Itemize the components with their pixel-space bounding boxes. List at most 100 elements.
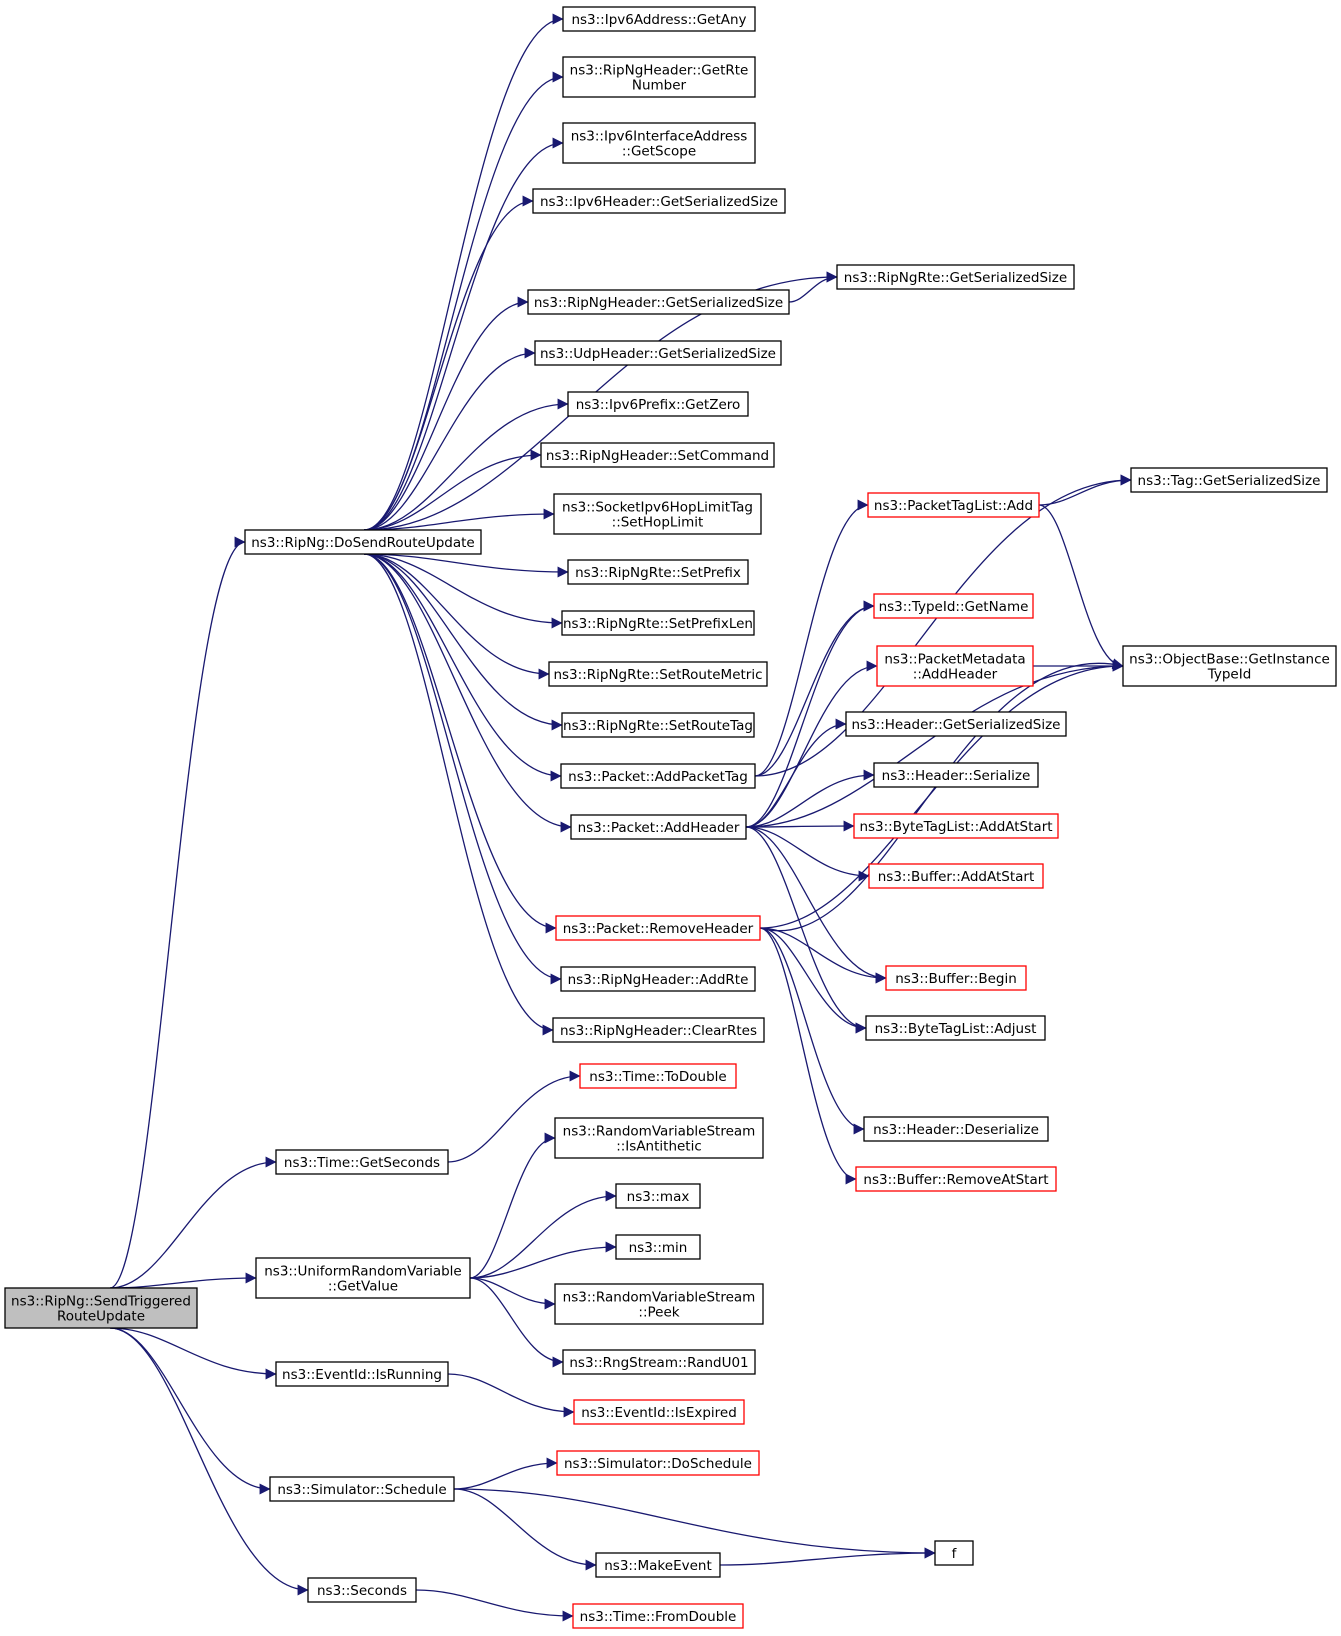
function-node-isantithetic[interactable]: ns3::RandomVariableStream::IsAntithetic bbox=[554, 1117, 764, 1159]
node-box bbox=[570, 814, 747, 840]
function-node-bufaddatstart[interactable]: ns3::Buffer::AddAtStart bbox=[868, 863, 1044, 889]
node-box bbox=[562, 6, 756, 32]
function-node-riphdrsize[interactable]: ns3::RipNgHeader::GetSerializedSize bbox=[527, 289, 790, 315]
function-node-getseconds[interactable]: ns3::Time::GetSeconds bbox=[275, 1149, 449, 1175]
node-label: ns3::ByteTagList::AddAtStart bbox=[859, 819, 1052, 835]
node-label: ns3::RandomVariableStream bbox=[563, 1290, 756, 1306]
function-node-setroutemetric[interactable]: ns3::RipNgRte::SetRouteMetric bbox=[548, 661, 768, 687]
function-node-getzero[interactable]: ns3::Ipv6Prefix::GetZero bbox=[567, 391, 749, 417]
node-box bbox=[876, 645, 1034, 687]
call-edge-root-to-isrunning bbox=[109, 1327, 277, 1380]
call-edge-removeheader-to-getinst bbox=[759, 658, 1124, 932]
call-edge-removeheader-to-btladjust bbox=[759, 927, 867, 1034]
function-node-getvalue[interactable]: ns3::UniformRandomVariable::GetValue bbox=[255, 1257, 471, 1299]
node-box bbox=[255, 1257, 471, 1299]
function-node-sethoplimit[interactable]: ns3::SocketIpv6HopLimitTag::SetHopLimit bbox=[553, 493, 762, 535]
call-edge-dosend-to-addpackettag bbox=[363, 553, 562, 782]
call-edge-schedule-to-doschedule bbox=[453, 1457, 558, 1490]
function-node-f[interactable]: f bbox=[934, 1540, 974, 1566]
function-node-hdrserialize[interactable]: ns3::Header::Serialize bbox=[873, 762, 1039, 788]
node-box bbox=[836, 264, 1075, 290]
call-edge-addheader-to-hdrserialize bbox=[745, 769, 875, 828]
node-label: ns3::EventId::IsExpired bbox=[581, 1405, 737, 1421]
node-label: ns3::RandomVariableStream bbox=[563, 1124, 756, 1140]
function-node-fromdouble[interactable]: ns3::Time::FromDouble bbox=[572, 1603, 744, 1629]
node-box bbox=[560, 763, 756, 789]
function-node-removeheader[interactable]: ns3::Packet::RemoveHeader bbox=[555, 915, 761, 941]
call-edge-addpackettag-to-tagsize bbox=[754, 474, 1132, 777]
node-box bbox=[873, 762, 1039, 788]
node-box bbox=[555, 915, 761, 941]
node-label: ns3::MakeEvent bbox=[604, 1558, 712, 1574]
call-edge-dosend-to-getzero bbox=[363, 398, 569, 531]
node-box bbox=[863, 1116, 1049, 1142]
function-node-setprefixlen[interactable]: ns3::RipNgRte::SetPrefixLen bbox=[561, 610, 755, 636]
function-node-addrte[interactable]: ns3::RipNgHeader::AddRte bbox=[560, 966, 756, 992]
node-label: ns3::Packet::AddPacketTag bbox=[568, 769, 748, 785]
function-node-addpackettag[interactable]: ns3::Packet::AddPacketTag bbox=[560, 763, 756, 789]
function-node-setcommand[interactable]: ns3::RipNgHeader::SetCommand bbox=[540, 442, 775, 468]
function-node-isexpired[interactable]: ns3::EventId::IsExpired bbox=[573, 1399, 745, 1425]
function-node-pmaddheader[interactable]: ns3::PacketMetadata::AddHeader bbox=[876, 645, 1034, 687]
function-node-ipv6hdrsize[interactable]: ns3::Ipv6Header::GetSerializedSize bbox=[532, 188, 786, 214]
function-node-rtesize[interactable]: ns3::RipNgRte::GetSerializedSize bbox=[836, 264, 1075, 290]
function-node-bufbegin[interactable]: ns3::Buffer::Begin bbox=[885, 965, 1027, 991]
function-node-setprefix[interactable]: ns3::RipNgRte::SetPrefix bbox=[567, 559, 749, 585]
node-label: TypeId bbox=[1207, 667, 1252, 683]
function-node-todouble[interactable]: ns3::Time::ToDouble bbox=[579, 1063, 737, 1089]
function-node-getscope[interactable]: ns3::Ipv6InterfaceAddress::GetScope bbox=[562, 122, 756, 164]
call-edge-root-to-getseconds bbox=[109, 1156, 277, 1289]
function-node-max[interactable]: ns3::max bbox=[615, 1183, 701, 1209]
node-box bbox=[534, 340, 782, 366]
function-node-peek[interactable]: ns3::RandomVariableStream::Peek bbox=[554, 1283, 764, 1325]
node-box bbox=[561, 712, 755, 738]
function-node-btladjust[interactable]: ns3::ByteTagList::Adjust bbox=[865, 1015, 1046, 1041]
node-label: ns3::Simulator::Schedule bbox=[277, 1482, 446, 1498]
function-node-bufremoveatstart[interactable]: ns3::Buffer::RemoveAtStart bbox=[855, 1166, 1057, 1192]
call-edge-addheader-to-bufbegin bbox=[745, 826, 887, 984]
function-node-schedule[interactable]: ns3::Simulator::Schedule bbox=[269, 1476, 455, 1502]
node-box bbox=[275, 1149, 449, 1175]
node-box bbox=[553, 493, 762, 535]
call-edge-dosend-to-setroutetag bbox=[363, 553, 563, 731]
node-box bbox=[552, 1017, 765, 1043]
function-node-seconds[interactable]: ns3::Seconds bbox=[307, 1577, 417, 1603]
function-node-ptladd[interactable]: ns3::PacketTagList::Add bbox=[867, 492, 1040, 518]
node-label: ns3::RipNgRte::SetRouteMetric bbox=[553, 667, 762, 683]
node-label: ns3::EventId::IsRunning bbox=[282, 1367, 442, 1383]
node-label: ns3::ByteTagList::Adjust bbox=[875, 1021, 1037, 1037]
node-label: ns3::min bbox=[629, 1240, 688, 1256]
function-node-isrunning[interactable]: ns3::EventId::IsRunning bbox=[275, 1361, 449, 1387]
function-node-doschedule[interactable]: ns3::Simulator::DoSchedule bbox=[556, 1450, 760, 1476]
node-label: ns3::Packet::RemoveHeader bbox=[563, 921, 754, 937]
function-node-hdrsize[interactable]: ns3::Header::GetSerializedSize bbox=[845, 711, 1067, 737]
call-edge-addheader-to-getinst bbox=[745, 660, 1124, 828]
function-node-setroutetag[interactable]: ns3::RipNgRte::SetRouteTag bbox=[561, 712, 755, 738]
function-node-addheader[interactable]: ns3::Packet::AddHeader bbox=[570, 814, 747, 840]
node-label: ns3::Seconds bbox=[317, 1583, 407, 1599]
node-box bbox=[572, 1603, 744, 1629]
function-node-getany[interactable]: ns3::Ipv6Address::GetAny bbox=[562, 6, 756, 32]
node-label: ns3::Simulator::DoSchedule bbox=[564, 1456, 752, 1472]
call-edge-addheader-to-bufaddatstart bbox=[745, 826, 870, 882]
function-node-randu01[interactable]: ns3::RngStream::RandU01 bbox=[562, 1349, 756, 1375]
function-node-makeevent[interactable]: ns3::MakeEvent bbox=[595, 1552, 721, 1578]
node-label: ns3::Time::ToDouble bbox=[589, 1069, 726, 1085]
node-label: ns3::Header::GetSerializedSize bbox=[852, 717, 1061, 733]
function-node-tagsize[interactable]: ns3::Tag::GetSerializedSize bbox=[1130, 467, 1328, 493]
function-node-min[interactable]: ns3::min bbox=[615, 1234, 701, 1260]
node-label: ns3::RipNgHeader::SetCommand bbox=[546, 448, 769, 464]
call-edge-removeheader-to-bufremoveatstart bbox=[759, 927, 857, 1185]
call-edge-dosend-to-getscope bbox=[363, 137, 564, 531]
function-node-hdrdeserialize[interactable]: ns3::Header::Deserialize bbox=[863, 1116, 1049, 1142]
function-node-udphdrsize[interactable]: ns3::UdpHeader::GetSerializedSize bbox=[534, 340, 782, 366]
function-node-btladdatstart[interactable]: ns3::ByteTagList::AddAtStart bbox=[853, 813, 1059, 839]
function-node-getname[interactable]: ns3::TypeId::GetName bbox=[873, 593, 1034, 619]
call-edge-getseconds-to-todouble bbox=[447, 1070, 581, 1163]
function-node-clearrtes[interactable]: ns3::RipNgHeader::ClearRtes bbox=[552, 1017, 765, 1043]
call-edge-root-to-dosend bbox=[109, 536, 246, 1289]
function-node-dosend[interactable]: ns3::RipNg::DoSendRouteUpdate bbox=[244, 529, 482, 555]
